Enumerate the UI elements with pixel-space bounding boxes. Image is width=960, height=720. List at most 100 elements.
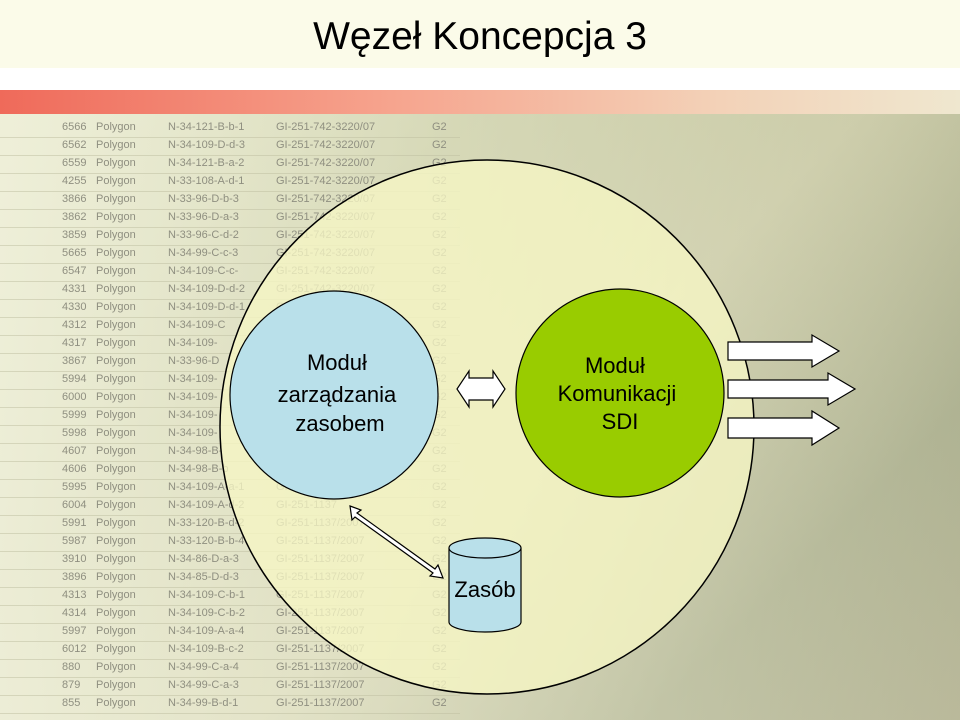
- background-table-cell: Polygon: [96, 283, 136, 295]
- background-table-cell: N-33-120-B-b-4: [168, 535, 245, 547]
- background-table-cell: 5994: [62, 373, 87, 385]
- background-table-cell: N-34-121-B-a-2: [168, 157, 245, 169]
- background-table-cell: Polygon: [96, 319, 136, 331]
- background-table-cell: N-34-109-: [168, 337, 218, 349]
- background-table-cell: N-33-96-D: [168, 355, 220, 367]
- management-module-circle: [229, 290, 439, 500]
- background-table-cell: 4317: [62, 337, 87, 349]
- background-table-cell: N-34-99-B-d-1: [168, 697, 239, 709]
- background-table-cell: N-34-109-: [168, 427, 218, 439]
- background-table-cell: N-34-109-C: [168, 319, 226, 331]
- background-table-cell: 4314: [62, 607, 87, 619]
- background-table-cell: N-34-109-A-d-2: [168, 499, 245, 511]
- background-table-cell: 4606: [62, 463, 87, 475]
- background-table-cell: 5998: [62, 427, 87, 439]
- background-table-cell: Polygon: [96, 535, 136, 547]
- background-table-cell: 3866: [62, 193, 87, 205]
- background-table-cell: Polygon: [96, 157, 136, 169]
- background-table-cell: 5995: [62, 481, 87, 493]
- background-table-cell: N-34-109-: [168, 409, 218, 421]
- background-table-cell: Polygon: [96, 625, 136, 637]
- background-table-cell: N-34-99-C-a-3: [168, 679, 239, 691]
- background-table-cell: N-33-120-B-d-2: [168, 517, 245, 529]
- background-table-cell: N-34-99-C-a-4: [168, 661, 239, 673]
- background-table-cell: 5987: [62, 535, 87, 547]
- background-table-cell: 6012: [62, 643, 87, 655]
- background-table-cell: GI-251-1137/2007: [276, 661, 365, 673]
- background-table-cell: 5665: [62, 247, 87, 259]
- background-table-cell: Polygon: [96, 121, 136, 133]
- background-table-cell: G2: [432, 697, 447, 709]
- background-table-cell: Polygon: [96, 643, 136, 655]
- background-table-cell: Polygon: [96, 373, 136, 385]
- background-table-cell: GI-251-1137/2007: [276, 679, 365, 691]
- background-table-cell: 6547: [62, 265, 87, 277]
- background-table-cell: 4607: [62, 445, 87, 457]
- background-table-cell: Polygon: [96, 391, 136, 403]
- management-module-label: Moduł zarządzania zasobem: [278, 350, 403, 436]
- background-table-cell: Polygon: [96, 571, 136, 583]
- communication-module-label: Moduł Komunikacji SDI: [558, 353, 683, 434]
- background-table-cell: N-34-109-: [168, 373, 218, 385]
- background-table-cell: Polygon: [96, 355, 136, 367]
- background-table-cell: N-34-85-D-d-3: [168, 571, 239, 583]
- background-table-cell: Polygon: [96, 499, 136, 511]
- resource-label: Zasób: [454, 577, 515, 602]
- background-table-cell: N-33-96-D-a-3: [168, 211, 239, 223]
- background-table-cell: Polygon: [96, 553, 136, 565]
- resource-database-icon: [448, 537, 522, 633]
- background-table-cell: Polygon: [96, 409, 136, 421]
- background-table-cell: Polygon: [96, 211, 136, 223]
- background-table-cell: 5991: [62, 517, 87, 529]
- background-table-cell: N-34-86-D-a-3: [168, 553, 239, 565]
- background-table-cell: N-34-109-D-d-1: [168, 301, 246, 313]
- background-table-cell: 4330: [62, 301, 87, 313]
- communication-module-line: Komunikacji: [558, 381, 677, 406]
- communication-module-line: SDI: [602, 409, 639, 434]
- background-table-cell: Polygon: [96, 229, 136, 241]
- background-table-cell: Polygon: [96, 301, 136, 313]
- accent-bar: [0, 90, 960, 114]
- background-table-cell: Polygon: [96, 175, 136, 187]
- management-module-line: zasobem: [295, 411, 384, 436]
- output-arrow-2: [727, 371, 857, 407]
- background-table-cell: 4331: [62, 283, 87, 295]
- background-table-cell: 3910: [62, 553, 87, 565]
- background-table-cell: GI-251-742-3220/07: [276, 121, 376, 133]
- background-table-cell: GI-251-742-3220/07: [276, 139, 376, 151]
- background-table-cell: 6566: [62, 121, 87, 133]
- background-table-cell: N-33-96-C-d-2: [168, 229, 239, 241]
- background-table-cell: GI-251-742-3220/07: [276, 175, 376, 187]
- background-table-cell: Polygon: [96, 679, 136, 691]
- slide-title: Węzeł Koncepcja 3: [313, 15, 647, 58]
- background-table-cell: N-34-121-B-b-1: [168, 121, 245, 133]
- background-table-cell: 6559: [62, 157, 87, 169]
- bidirectional-arrow-resource: [349, 505, 444, 579]
- background-table-cell: 4312: [62, 319, 87, 331]
- communication-module-line: Moduł: [585, 353, 645, 378]
- background-table-cell: N-34-109-A-a-1: [168, 481, 245, 493]
- background-table-cell: 4313: [62, 589, 87, 601]
- background-table-cell: N-34-98-B-: [168, 445, 223, 457]
- background-table-cell: Polygon: [96, 265, 136, 277]
- background-table-cell: Polygon: [96, 463, 136, 475]
- background-table-cell: 880: [62, 661, 81, 673]
- background-table-cell: N-34-109-: [168, 391, 218, 403]
- background-table-cell: N-34-99-C-c-3: [168, 247, 239, 259]
- background-table-cell: N-34-109-A-a-4: [168, 625, 245, 637]
- background-table-cell: N-33-108-A-d-1: [168, 175, 245, 187]
- background-table-cell: Polygon: [96, 697, 136, 709]
- background-table-cell: 3867: [62, 355, 87, 367]
- title-bar: Węzeł Koncepcja 3: [0, 0, 960, 68]
- background-table-cell: 855: [62, 697, 81, 709]
- background-table-cell: G2: [432, 121, 447, 133]
- background-table-cell: N-34-109-D-d-2: [168, 283, 246, 295]
- management-module-line: Moduł: [307, 350, 367, 375]
- background-table-cell: G2: [432, 139, 447, 151]
- background-table-cell: Polygon: [96, 445, 136, 457]
